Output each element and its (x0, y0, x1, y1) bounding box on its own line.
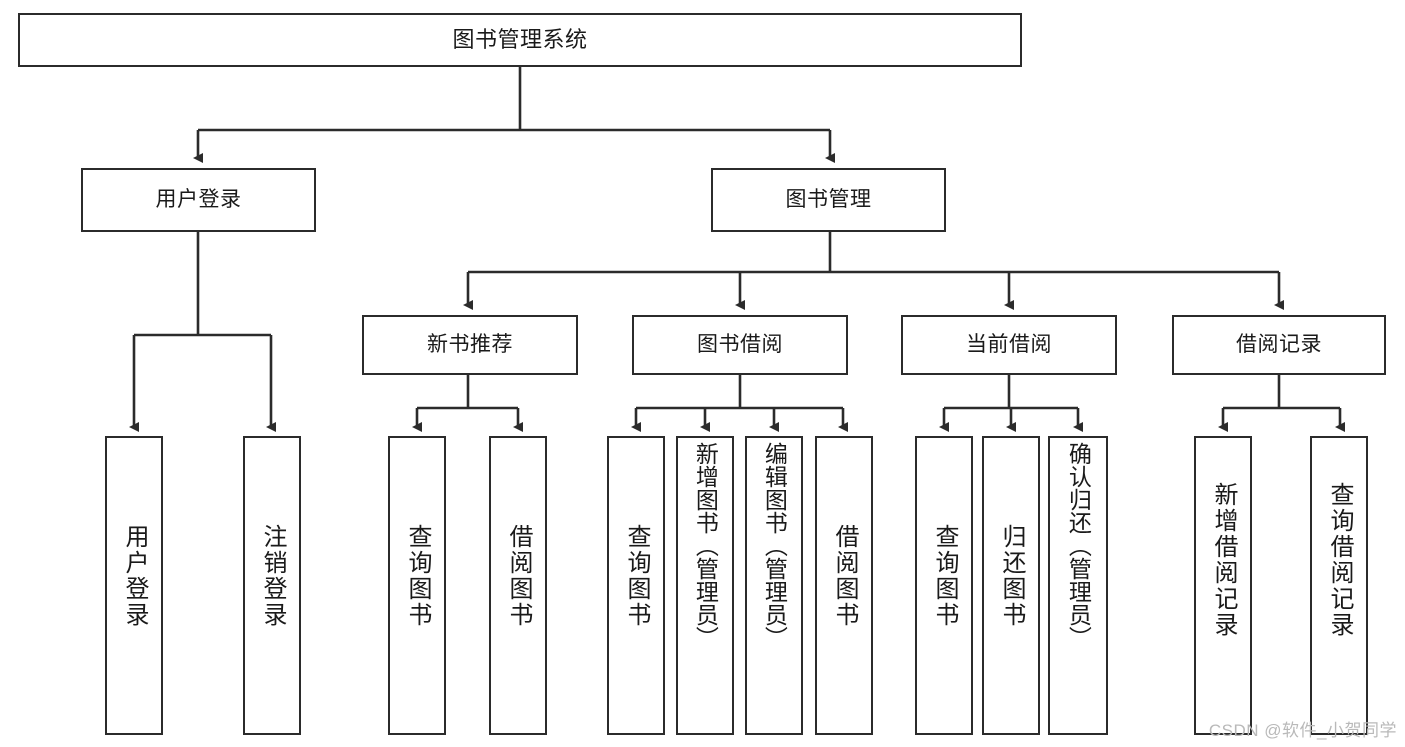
node-label: 确认归还（管理员） (1065, 442, 1092, 649)
leaf-query-book-recommend[interactable]: 查询图书 (388, 436, 446, 735)
node-book-borrow[interactable]: 图书借阅 (632, 315, 848, 375)
watermark-text: CSDN @软件_小贺同学 (1208, 721, 1397, 740)
leaf-logout-login[interactable]: 注销登录 (243, 436, 301, 735)
node-label: 新增图书（管理员） (692, 442, 719, 649)
node-label: 查询图书 (403, 524, 431, 628)
node-current-borrow[interactable]: 当前借阅 (901, 315, 1117, 375)
node-label: 编辑图书（管理员） (761, 442, 788, 649)
leaf-edit-book-admin[interactable]: 编辑图书（管理员） (745, 436, 803, 735)
node-user-login[interactable]: 用户登录 (81, 168, 316, 232)
node-label: 借阅图书 (830, 524, 858, 628)
node-label: 图书管理系统 (452, 27, 588, 53)
leaf-borrow-book-recommend[interactable]: 借阅图书 (489, 436, 547, 735)
leaf-add-book-admin[interactable]: 新增图书（管理员） (676, 436, 734, 735)
leaf-return-book[interactable]: 归还图书 (982, 436, 1040, 735)
node-label: 用户登录 (155, 187, 242, 211)
node-label: 图书借阅 (697, 332, 783, 356)
node-label: 查询图书 (622, 524, 650, 628)
leaf-user-login[interactable]: 用户登录 (105, 436, 163, 735)
node-label: 借阅记录 (1236, 332, 1322, 356)
node-label: 借阅图书 (504, 524, 532, 628)
node-root-book-management-system[interactable]: 图书管理系统 (18, 13, 1022, 67)
node-label: 注销登录 (258, 524, 286, 628)
node-label: 查询图书 (930, 524, 958, 628)
node-label: 当前借阅 (966, 332, 1052, 356)
leaf-query-borrow-record[interactable]: 查询借阅记录 (1310, 436, 1368, 735)
leaf-borrow-book[interactable]: 借阅图书 (815, 436, 873, 735)
leaf-add-borrow-record[interactable]: 新增借阅记录 (1194, 436, 1252, 735)
node-book-management[interactable]: 图书管理 (711, 168, 946, 232)
node-label: 查询借阅记录 (1325, 482, 1353, 638)
node-label: 图书管理 (785, 187, 872, 211)
leaf-query-book-borrow[interactable]: 查询图书 (607, 436, 665, 735)
node-label: 归还图书 (997, 524, 1025, 628)
node-borrow-record[interactable]: 借阅记录 (1172, 315, 1386, 375)
node-label: 新增借阅记录 (1209, 482, 1237, 638)
leaf-confirm-return-admin[interactable]: 确认归还（管理员） (1048, 436, 1108, 735)
node-label: 新书推荐 (427, 332, 513, 356)
leaf-query-book-current[interactable]: 查询图书 (915, 436, 973, 735)
node-new-book-recommendation[interactable]: 新书推荐 (362, 315, 578, 375)
node-label: 用户登录 (120, 524, 148, 628)
